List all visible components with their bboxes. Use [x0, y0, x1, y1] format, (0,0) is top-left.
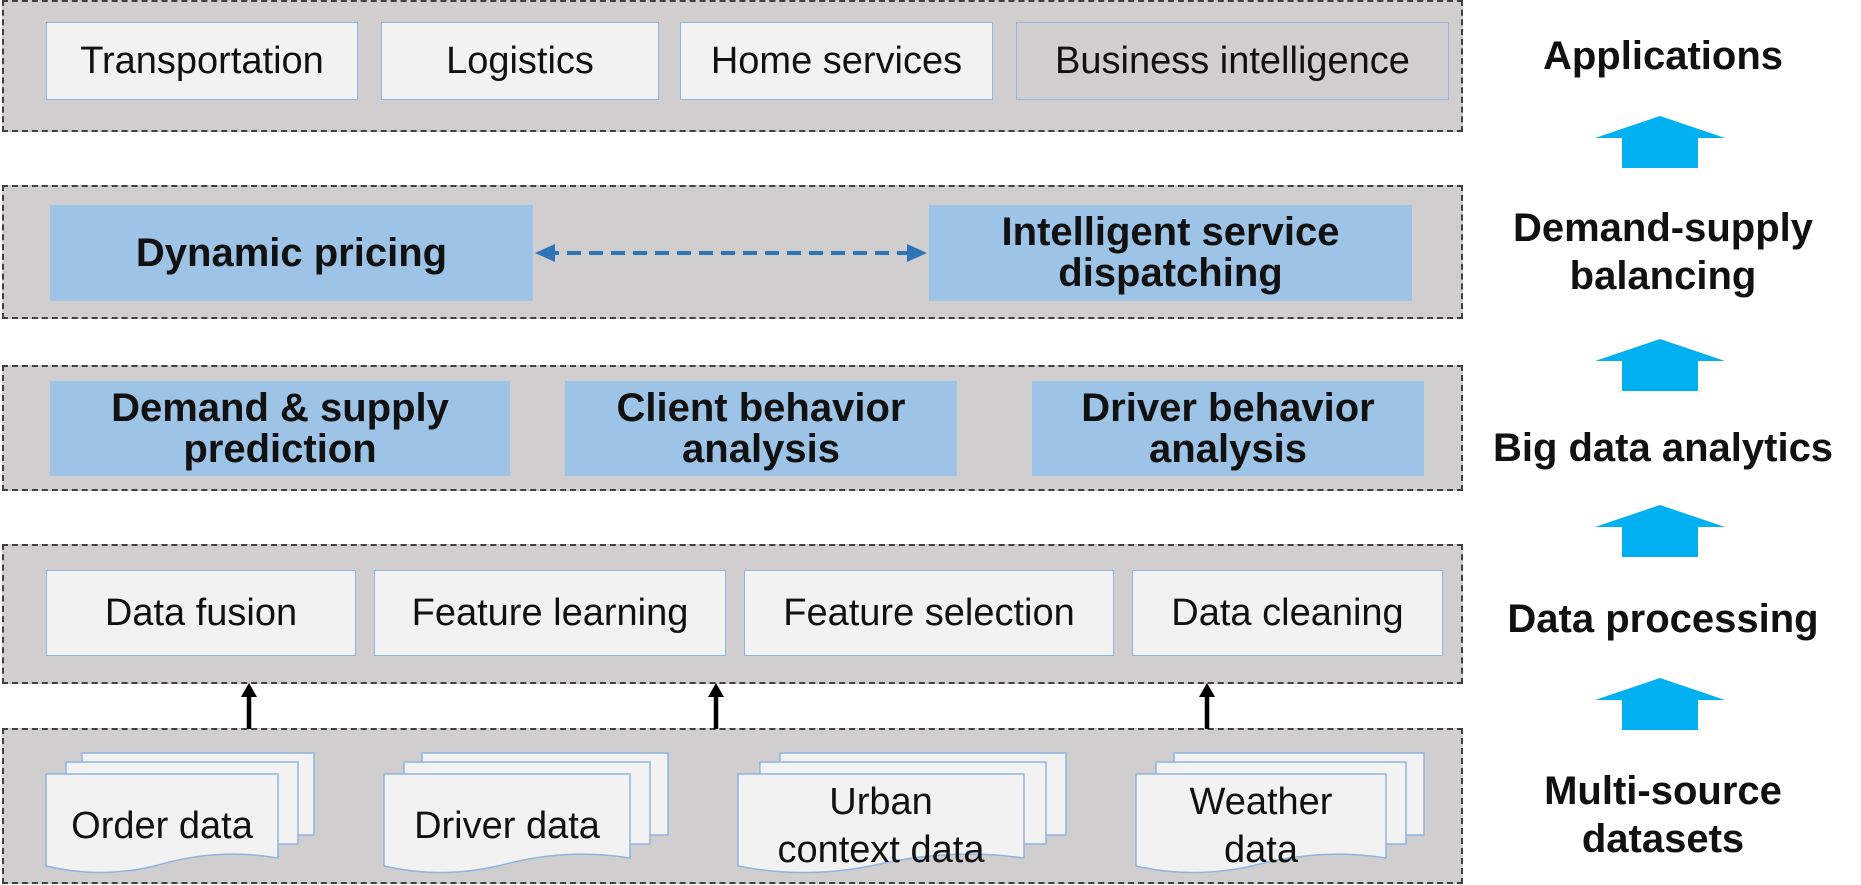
bidirectional-dashed-arrow	[535, 244, 927, 262]
prediction-line1: Demand & supply	[111, 385, 449, 430]
label-big-data-analytics: Big data analytics	[1492, 426, 1834, 470]
app-home-services: Home services	[680, 22, 993, 100]
order-data-label: Order data	[71, 805, 253, 847]
data-cleaning-box: Data cleaning	[1132, 570, 1443, 656]
driver-data-label: Driver data	[414, 805, 600, 847]
dispatching-line2: dispatching	[1058, 251, 1283, 295]
prediction-line2: prediction	[183, 426, 377, 471]
driver-line1: Driver behavior	[1081, 385, 1375, 430]
demand-supply-prediction-box: Demand & supply prediction	[50, 381, 510, 476]
dispatching-line1: Intelligent service	[1001, 210, 1340, 254]
app-logistics: Logistics	[381, 22, 659, 100]
urban-context-label: Urban context data	[777, 781, 985, 871]
intelligent-dispatching-box: Intelligent service dispatching	[929, 205, 1412, 301]
label-applications: Applications	[1542, 34, 1784, 78]
label-multi-source-datasets: Multi-source datasets	[1544, 769, 1782, 861]
data-flow-arrow-3	[1199, 683, 1215, 729]
app-business-intelligence: Business intelligence	[1016, 22, 1449, 100]
feature-learning-box: Feature learning	[374, 570, 726, 656]
driver-line2: analysis	[1149, 426, 1307, 471]
up-arrow-icon	[1595, 678, 1725, 730]
order-data-document-stack-icon	[44, 750, 319, 885]
label-data-processing: Data processing	[1507, 597, 1819, 641]
data-fusion-box: Data fusion	[46, 570, 356, 656]
client-line2: analysis	[682, 426, 840, 471]
client-behavior-box: Client behavior analysis	[565, 381, 957, 476]
weather-data-label: Weather data	[1189, 781, 1333, 871]
weather-data-document-stack-icon	[1134, 750, 1428, 885]
up-arrow-icon	[1595, 116, 1725, 168]
app-transportation: Transportation	[46, 22, 358, 100]
driver-data-document-stack-icon	[382, 750, 672, 885]
urban-context-document-stack-icon	[736, 750, 1070, 885]
client-line1: Client behavior	[616, 385, 906, 430]
driver-behavior-box: Driver behavior analysis	[1032, 381, 1424, 476]
up-arrow-icon	[1595, 339, 1725, 391]
data-flow-arrow-1	[241, 683, 257, 729]
up-arrow-icon	[1595, 505, 1725, 557]
feature-selection-box: Feature selection	[744, 570, 1114, 656]
label-demand-supply-balancing: Demand-supply balancing	[1512, 206, 1814, 298]
data-flow-arrow-2	[708, 683, 724, 729]
dynamic-pricing-box: Dynamic pricing	[50, 205, 533, 301]
